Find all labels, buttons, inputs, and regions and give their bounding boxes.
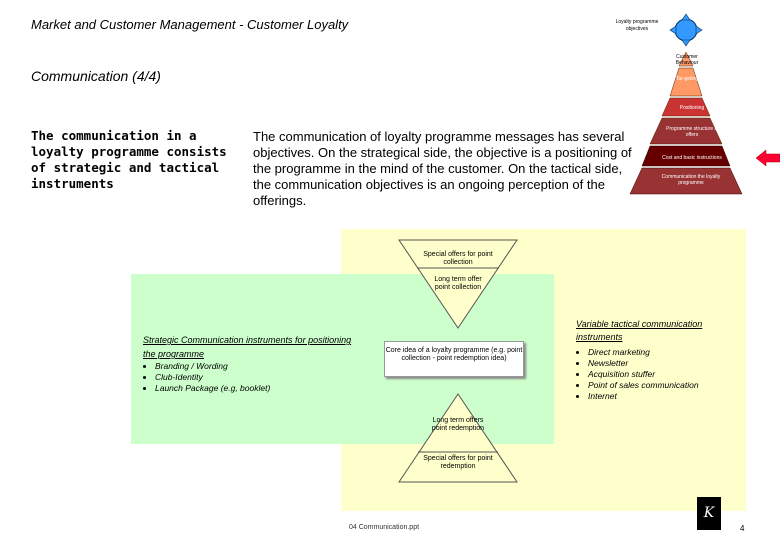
pyramid-level-1	[678, 51, 694, 67]
list-item: Acquisition stuffer	[588, 369, 746, 380]
pyramid-label-programme-structure: Programme structure & offers	[666, 126, 718, 138]
slide-subtitle: Communication (4/4)	[31, 68, 161, 84]
funnel-diagram	[398, 239, 518, 483]
pyramid-level-2	[669, 67, 703, 97]
top-triangle	[398, 239, 518, 329]
pyramid-label-customer-behaviour: Customer Behaviour	[675, 54, 699, 66]
page-number: 4	[740, 524, 745, 533]
footer-filename: 04 Communication.ppt	[349, 524, 420, 531]
pyramid-top-label: Loyalty programme objectives	[615, 19, 659, 32]
compass-icon	[669, 13, 703, 47]
company-logo: K	[697, 497, 721, 530]
special-offers-redemption: Special offers for point redemption	[423, 455, 493, 470]
pyramid-label-targeting: Tar-geting	[675, 76, 699, 82]
special-offers-collection: Special offers for point collection	[423, 251, 493, 266]
arrow-left-icon	[755, 149, 780, 167]
long-term-redemption: Long term offers point redemption	[431, 417, 485, 432]
pyramid-level-6	[629, 167, 743, 195]
list-item: Newsletter	[588, 358, 746, 369]
strategic-title: Strategic Communication instruments for …	[143, 335, 352, 359]
pyramid-label-communication: Communication the loyalty programme	[661, 174, 721, 186]
pyramid-label-cost: Cost and basic instructions	[662, 155, 722, 161]
left-heading: The communication in a loyalty programme…	[31, 128, 227, 191]
strategic-instruments: Strategic Communication instruments for …	[143, 333, 353, 394]
tactical-list: Direct marketing Newsletter Acquisition …	[576, 347, 746, 402]
slide-title: Market and Customer Management - Custome…	[31, 17, 349, 32]
list-item: Direct marketing	[588, 347, 746, 358]
bottom-triangle	[398, 393, 518, 483]
list-item: Internet	[588, 391, 746, 402]
description-text: The communication of loyalty programme m…	[253, 129, 632, 208]
pyramid-label-positioning: Positioning	[679, 105, 705, 111]
core-idea-box: Core idea of a loyalty programme (e.g. p…	[384, 341, 524, 377]
pyramid-level-5	[641, 145, 731, 167]
list-item: Branding / Wording	[155, 361, 353, 372]
list-item: Point of sales communication	[588, 380, 746, 391]
pyramid-level-4	[649, 117, 723, 145]
tactical-instruments: Variable tactical communication instrume…	[576, 318, 746, 402]
pyramid-graphic	[629, 13, 780, 195]
list-item: Club-Identity	[155, 372, 353, 383]
tactical-title: Variable tactical communication instrume…	[576, 319, 703, 342]
pyramid-level-3	[661, 97, 711, 117]
long-term-collection: Long term offer point collection	[434, 276, 482, 291]
strategic-list: Branding / Wording Club-Identity Launch …	[143, 361, 353, 394]
list-item: Launch Package (e.g, booklet)	[155, 383, 353, 394]
